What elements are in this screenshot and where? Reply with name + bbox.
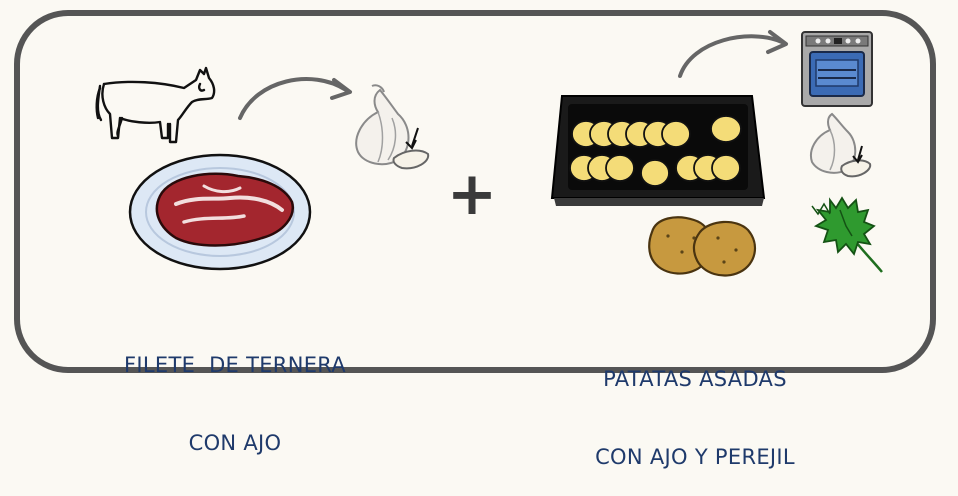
recipe-illustration: + [95, 30, 883, 277]
garlic-icon [355, 84, 430, 170]
arrow-icon [238, 77, 352, 120]
dish-right-line1: PATATAS ASADAS [603, 367, 787, 391]
cow-icon [95, 66, 216, 144]
garlic-icon [810, 112, 872, 178]
dish-left-line1: FILETE DE TERNERA [124, 353, 346, 377]
plus-sign: + [447, 159, 497, 229]
dish-right-line2: CON AJO Y PEREJIL [595, 445, 795, 469]
dish-left-line2: CON AJO [188, 431, 282, 455]
dish-right-title: PATATAS ASADAS CON AJO Y PEREJIL [530, 314, 860, 496]
potatoes-icon [648, 216, 757, 277]
oven-icon [801, 31, 873, 107]
dish-left-title: FILETE DE TERNERA CON AJO [60, 300, 410, 482]
baking-tray-icon [550, 95, 766, 206]
parsley-icon [811, 196, 883, 273]
potato-slices [569, 115, 742, 187]
arrow-icon [678, 30, 788, 78]
meat-plate-icon [128, 153, 312, 271]
